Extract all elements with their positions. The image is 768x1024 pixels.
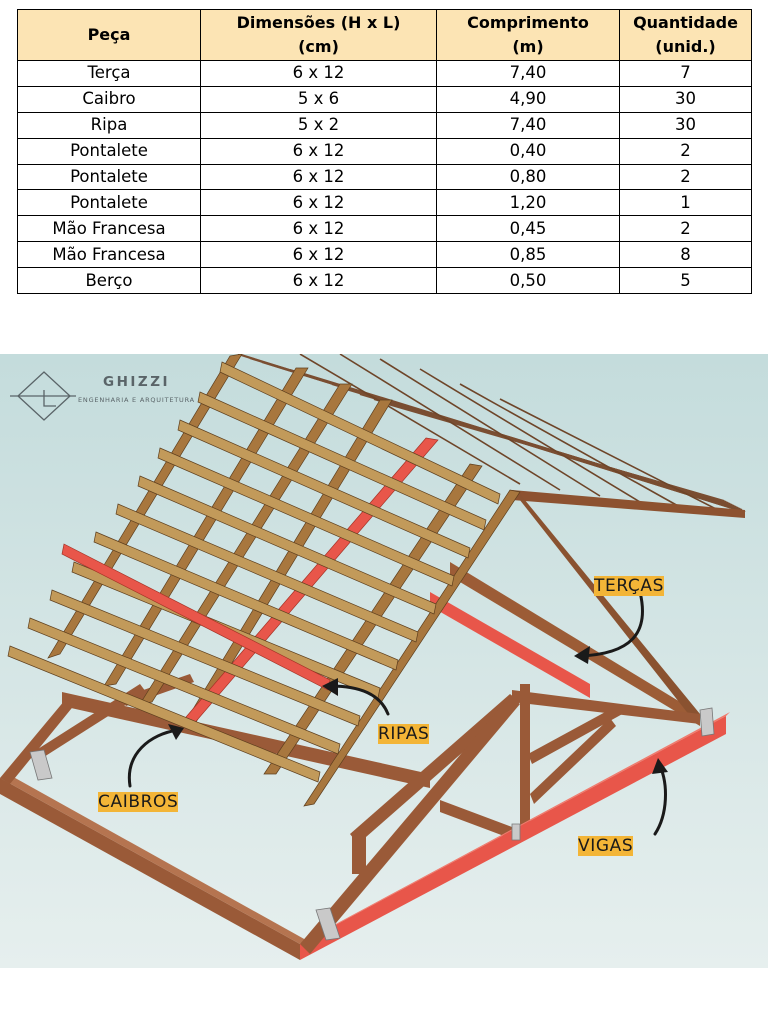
label-caibros-text: CAIBROS	[98, 792, 179, 812]
header-comprimento: Comprimento(m)	[436, 9, 620, 61]
roof-structure-drawing	[0, 354, 768, 968]
label-caibros: CAIBROS	[98, 792, 179, 812]
cell-dimensoes: 6 x 12	[200, 241, 437, 269]
cell-peca: Mão Francesa	[17, 241, 201, 269]
cell-peca: Mão Francesa	[17, 215, 201, 243]
header-dimensoes: Dimensões (H x L)(cm)	[200, 9, 437, 61]
logo-name: GHIZZI	[103, 374, 171, 390]
side-purlins	[430, 490, 745, 726]
cell-dimensoes: 5 x 6	[200, 85, 437, 113]
label-ripas-text: RIPAS	[378, 724, 430, 744]
table-header-row: Peça Dimensões (H x L)(cm) Comprimento(m…	[17, 9, 752, 61]
back-truss	[440, 684, 700, 842]
cell-comprimento: 7,40	[436, 111, 620, 139]
ghizzi-logo: GHIZZI ENGENHARIA E ARQUITETURA	[10, 366, 200, 426]
cell-peca: Pontalete	[17, 137, 201, 165]
cell-quantidade: 30	[619, 111, 752, 139]
highlighted-purlin	[430, 592, 590, 698]
far-roof-rafters	[299, 354, 721, 512]
cell-peca: Berço	[17, 267, 201, 295]
header-quantidade: Quantidade(unid.)	[619, 9, 752, 61]
cell-dimensoes: 5 x 2	[200, 111, 437, 139]
cell-quantidade: 7	[619, 60, 752, 87]
cell-quantidade: 8	[619, 241, 752, 269]
cell-quantidade: 2	[619, 137, 752, 165]
arrow-heads	[168, 646, 668, 774]
cell-comprimento: 1,20	[436, 189, 620, 217]
cell-comprimento: 0,80	[436, 163, 620, 191]
cell-quantidade: 2	[619, 163, 752, 191]
cell-peca: Caibro	[17, 85, 201, 113]
cell-peca: Ripa	[17, 111, 201, 139]
cell-dimensoes: 6 x 12	[200, 215, 437, 243]
cell-quantidade: 30	[619, 85, 752, 113]
cell-peca: Pontalete	[17, 163, 201, 191]
cell-comprimento: 0,50	[436, 267, 620, 295]
cell-dimensoes: 6 x 12	[200, 189, 437, 217]
cell-peca: Pontalete	[17, 189, 201, 217]
highlighted-batten	[61, 543, 331, 691]
cell-quantidade: 5	[619, 267, 752, 295]
cell-dimensoes: 6 x 12	[200, 267, 437, 295]
pieces-table-container: Peça Dimensões (H x L)(cm) Comprimento(m…	[17, 9, 752, 295]
label-ripas: RIPAS	[378, 724, 430, 744]
header-peca: Peça	[17, 9, 201, 61]
cell-comprimento: 7,40	[436, 60, 620, 87]
label-vigas-text: VIGAS	[578, 836, 634, 856]
label-tercas: TERÇAS	[594, 576, 664, 596]
cell-dimensoes: 6 x 12	[200, 163, 437, 191]
cell-dimensoes: 6 x 12	[200, 60, 437, 87]
main-battens-ripas	[7, 361, 501, 783]
cell-dimensoes: 6 x 12	[200, 137, 437, 165]
bottom-chord-left	[0, 774, 306, 960]
cell-peca: Terça	[17, 60, 201, 87]
cell-comprimento: 0,40	[436, 137, 620, 165]
cell-comprimento: 0,45	[436, 215, 620, 243]
cell-comprimento: 0,85	[436, 241, 620, 269]
label-tercas-text: TERÇAS	[594, 576, 664, 596]
truss-connectors	[29, 707, 715, 941]
cell-comprimento: 4,90	[436, 85, 620, 113]
pieces-table: Peça Dimensões (H x L)(cm) Comprimento(m…	[17, 9, 752, 295]
cell-quantidade: 1	[619, 189, 752, 217]
logo-subtitle: ENGENHARIA E ARQUITETURA	[78, 396, 195, 404]
label-vigas: VIGAS	[578, 836, 634, 856]
logo-mark-icon	[10, 371, 76, 421]
roof-structure-illustration: GHIZZI ENGENHARIA E ARQUITETURA TERÇAS R…	[0, 354, 768, 968]
cell-quantidade: 2	[619, 215, 752, 243]
